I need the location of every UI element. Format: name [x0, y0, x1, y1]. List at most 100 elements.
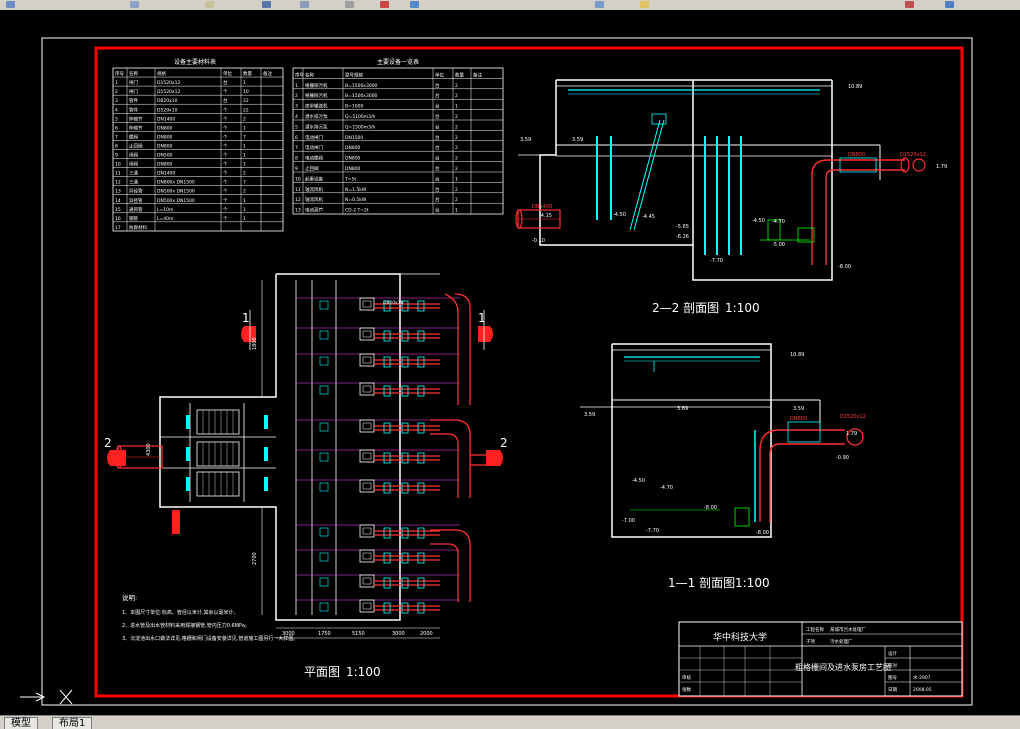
material-table-cell: 5	[115, 116, 118, 122]
material-table-cell: D529x10	[157, 107, 178, 113]
equipment-table-cell: 12	[295, 197, 301, 203]
toolbar-icon-4[interactable]	[262, 1, 271, 8]
material-table-cell: DN800	[157, 162, 173, 168]
equipment-table-cell: 台	[435, 92, 440, 99]
material-table-cell: 6	[115, 125, 118, 131]
section-2-2-scale: 1:100	[725, 301, 760, 315]
material-table-header-cell: 名称	[129, 70, 138, 77]
svg-text:D1520x12: D1520x12	[840, 414, 866, 420]
svg-text:-4.50: -4.50	[632, 478, 645, 484]
svg-text:污水处理厂: 污水处理厂	[830, 638, 853, 645]
equipment-table-cell: 10	[295, 176, 301, 182]
material-table-cell: 个	[223, 116, 228, 122]
toolbar-icon-5[interactable]	[300, 1, 309, 8]
svg-text:工程名称: 工程名称	[806, 626, 824, 633]
material-table-cell: D1520x12	[157, 80, 180, 86]
equipment-table-cell: DN800	[345, 166, 361, 172]
material-table-header-cell: 单位	[223, 70, 232, 77]
toolbar-icon-7[interactable]	[380, 1, 389, 8]
svg-text:D1520x12: D1520x12	[900, 152, 926, 158]
svg-text:-0.90: -0.90	[836, 455, 849, 461]
material-table-cell: 1	[243, 216, 246, 222]
equipment-table-cell: 台	[435, 113, 440, 120]
svg-text:水-2907: 水-2907	[913, 674, 931, 681]
equipment-table-cell: 起重设备	[305, 175, 323, 182]
svg-text:D820x10: D820x10	[383, 300, 404, 306]
svg-text:1750: 1750	[318, 631, 331, 637]
toolbar-icon-6[interactable]	[345, 1, 354, 8]
pump-unit	[319, 574, 440, 589]
equipment-table-cell: 2	[455, 93, 458, 99]
equipment-table-header-cell: 型号规格	[345, 71, 363, 78]
material-table-header-cell: 规格	[157, 70, 166, 77]
toolbar-icon-2[interactable]	[130, 1, 139, 8]
svg-text:1: 1	[242, 311, 250, 325]
ucs-icon	[20, 689, 73, 705]
svg-text:2: 2	[500, 436, 508, 450]
svg-text:-8.00: -8.00	[756, 530, 769, 536]
toolbar-icon-10[interactable]	[640, 1, 649, 8]
svg-text:2: 2	[104, 436, 112, 450]
equipment-table-header-cell: 名称	[305, 71, 314, 78]
material-table-cell: 16	[115, 216, 121, 222]
material-table-cell: D1520x12	[157, 89, 180, 95]
equipment-table-cell: 1	[455, 208, 458, 214]
material-table-cell: 三通	[129, 179, 138, 186]
material-table-cell: 2	[243, 189, 246, 195]
equipment-table-cell: 13	[295, 208, 301, 214]
svg-text:-4.50: -4.50	[613, 212, 626, 218]
svg-text:子项: 子项	[806, 638, 815, 645]
toolbar-icon-3[interactable]	[205, 1, 214, 8]
equipment-table-cell: 2	[455, 166, 458, 172]
svg-text:-4.45: -4.45	[642, 214, 655, 220]
material-table-cell: 闸阀	[129, 161, 138, 168]
section-1-1-scale: 1:100	[735, 576, 770, 590]
equipment-table-cell: Q=1500m3/h	[345, 124, 376, 130]
equipment-table-cell: N=0.5kW	[345, 197, 367, 203]
material-table-cell: L=10m	[157, 207, 173, 213]
svg-text:-0.10: -0.10	[532, 238, 545, 244]
svg-text:DN800: DN800	[790, 416, 807, 422]
svg-text:2700: 2700	[252, 552, 258, 565]
toolbar-icon-8[interactable]	[410, 1, 419, 8]
pump-unit	[319, 524, 440, 539]
toolbar-icon-1[interactable]	[6, 1, 15, 8]
pump-unit	[319, 479, 440, 494]
svg-text:5150: 5150	[352, 631, 365, 637]
material-table-cell: 个	[223, 162, 228, 168]
equipment-table-cell: 格栅除污机	[305, 82, 328, 89]
pump-unit	[319, 297, 440, 312]
pump-unit	[319, 549, 440, 564]
equipment-table-cell: B=1500x3000	[345, 93, 378, 99]
title-block: 华中科技大学 工程名称 某城市污水处理厂 子项 污水处理厂 粗格栅间及进水泵房工…	[678, 621, 963, 697]
material-table-cell: 管件	[129, 97, 138, 104]
material-table-cell: DN800	[157, 125, 173, 131]
material-table-title: 设备主要材料表	[174, 58, 216, 66]
svg-text:3000: 3000	[282, 631, 295, 637]
toolbar-icon-12[interactable]	[945, 1, 954, 8]
material-table-cell: DN800	[157, 143, 173, 149]
material-table-cell: 11	[115, 171, 121, 177]
toolbar-icon-9[interactable]	[595, 1, 604, 8]
material-table-cell: 1	[243, 125, 246, 131]
equipment-table-cell: 2	[455, 114, 458, 120]
material-table-header-cell: 序号	[115, 70, 124, 77]
material-table-cell: 22	[243, 98, 249, 104]
plan-view: 1 1 2 2 3000 1750 5150 3000 2000 1800 27…	[104, 273, 508, 679]
equipment-table-cell: DN800	[345, 156, 361, 162]
material-table-cell: 1	[243, 207, 246, 213]
tab-model[interactable]: 模型	[4, 717, 38, 729]
material-table-cell: 1	[115, 80, 118, 86]
equipment-table-header-cell: 序号	[295, 71, 304, 78]
svg-text:2000: 2000	[420, 631, 433, 637]
toolbar-icon-11[interactable]	[905, 1, 914, 8]
equipment-table-cell: 5	[295, 124, 298, 130]
equipment-table-cell: 1	[455, 104, 458, 110]
svg-text:审核: 审核	[682, 674, 691, 681]
material-table-cell: 1	[243, 143, 246, 149]
tab-layout1[interactable]: 布局1	[52, 717, 93, 729]
equipment-table-cell: 台	[435, 207, 440, 214]
equipment-table-cell: 1	[455, 176, 458, 182]
pump-unit	[319, 599, 440, 614]
